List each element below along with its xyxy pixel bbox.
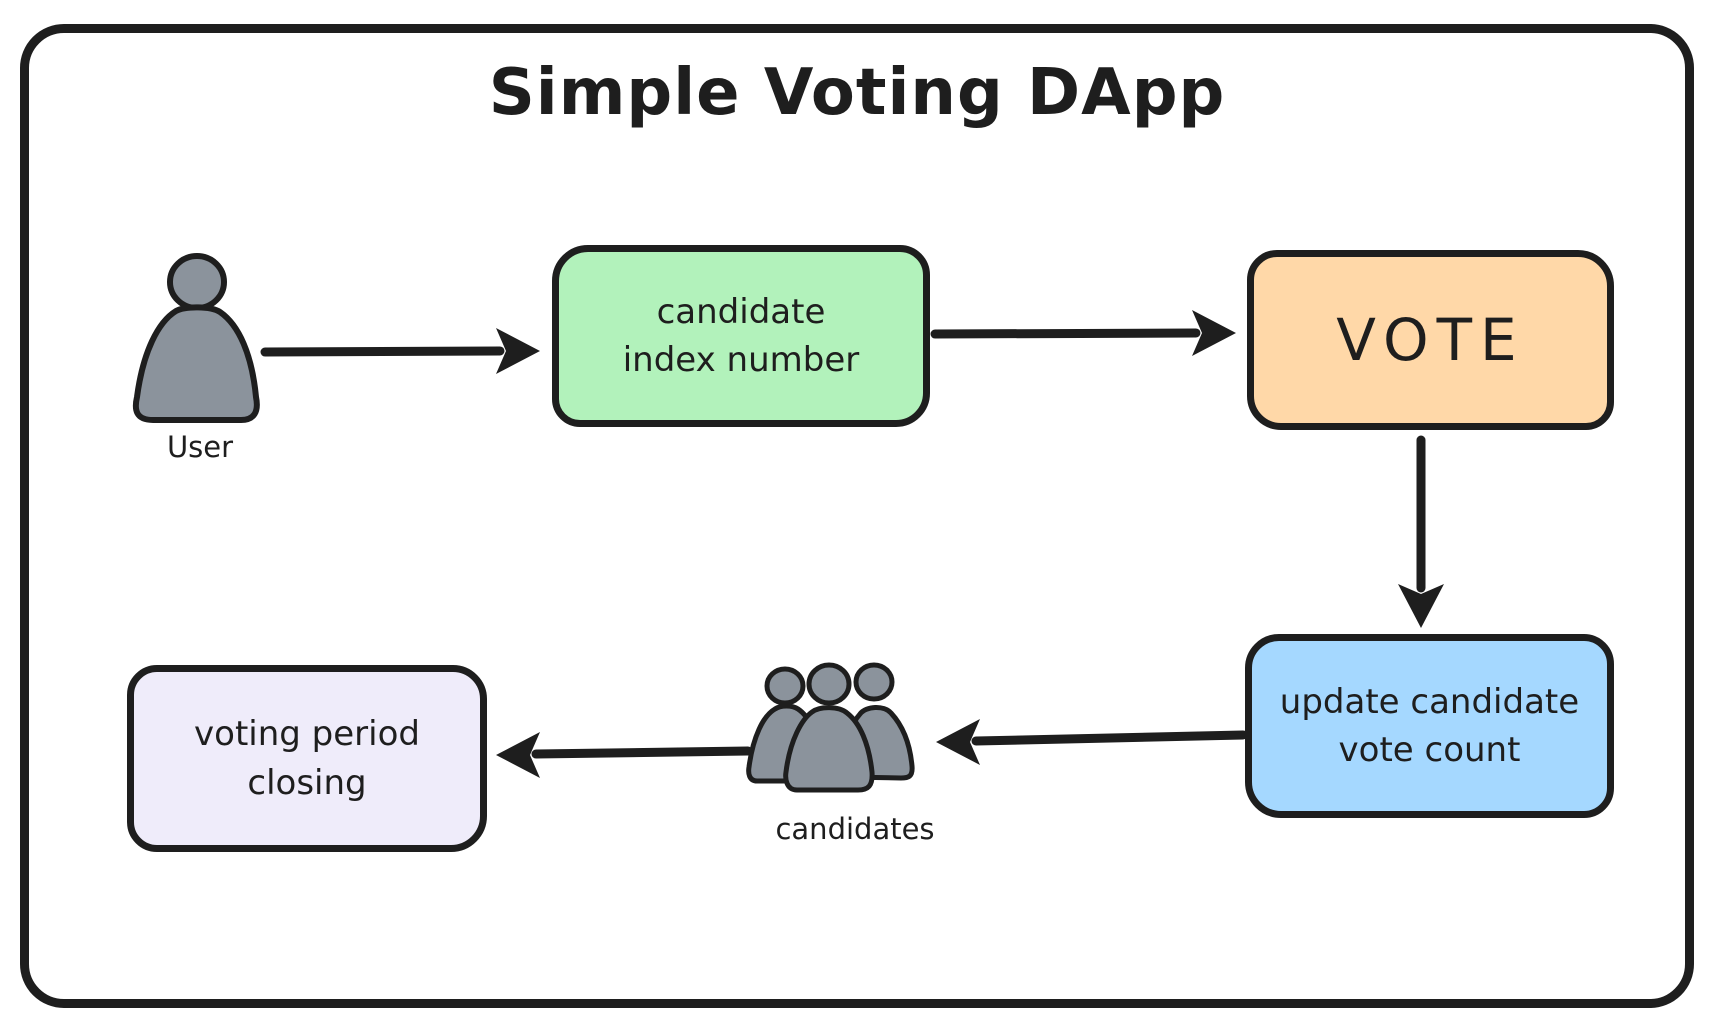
diagram-title: Simple Voting DApp xyxy=(488,56,1226,130)
node-candidate-index-number: candidate index number xyxy=(552,245,930,427)
arrow-user-to-candidate-index xyxy=(260,328,540,374)
voting-period-closing-label: voting period closing xyxy=(194,714,420,803)
update-candidate-vote-count-label: update candidate vote count xyxy=(1279,681,1580,770)
candidates-icon xyxy=(746,662,915,793)
node-update-candidate-vote-count: update candidate vote count xyxy=(1245,634,1614,818)
user-caption: User xyxy=(166,430,234,464)
user-icon xyxy=(132,253,260,423)
arrow-update-count-to-candidates xyxy=(936,719,1248,765)
diagram-outer-border xyxy=(20,24,1694,1008)
node-voting-period-closing: voting period closing xyxy=(127,665,487,852)
candidates-caption: candidates xyxy=(775,812,935,846)
candidate-index-number-label: candidate index number xyxy=(622,291,860,380)
vote-label: VOTE xyxy=(1336,305,1525,374)
arrow-candidates-to-voting-period xyxy=(496,732,753,778)
arrow-candidate-index-to-vote xyxy=(930,310,1236,356)
arrow-vote-to-update-count xyxy=(1398,435,1444,628)
node-vote: VOTE xyxy=(1247,250,1614,430)
